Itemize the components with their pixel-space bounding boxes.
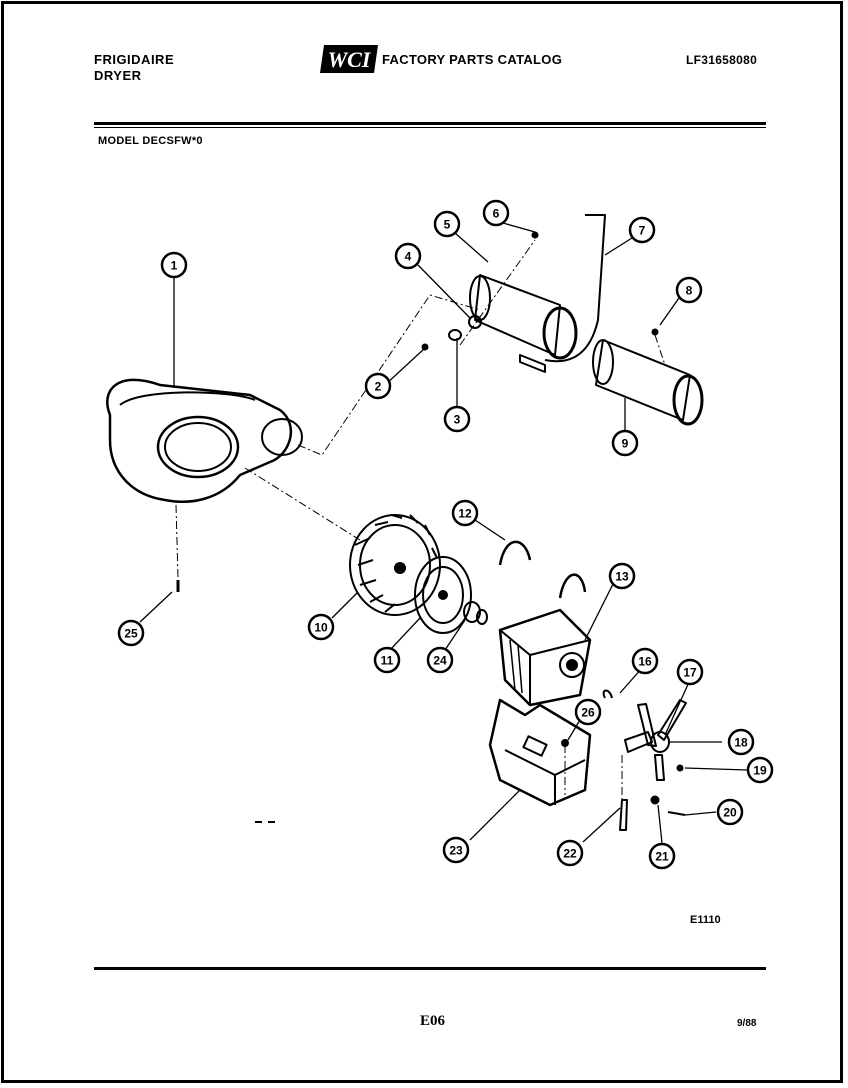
catalog-title: FACTORY PARTS CATALOG — [382, 52, 563, 67]
callout-2: 2 — [364, 372, 392, 400]
footer-rule — [94, 967, 766, 970]
svg-text:4: 4 — [405, 250, 412, 264]
callout-24: 24 — [426, 646, 454, 674]
callout-7: 7 — [628, 216, 656, 244]
svg-text:23: 23 — [449, 844, 463, 858]
print-date: 9/88 — [737, 1018, 757, 1029]
svg-text:11: 11 — [381, 654, 394, 668]
callout-bubbles: 1 2 3 4 5 6 7 8 9 10 11 12 13 16 17 18 1… — [117, 199, 774, 870]
callout-5: 5 — [433, 210, 461, 238]
svg-text:6: 6 — [493, 207, 500, 221]
svg-text:21: 21 — [655, 850, 669, 864]
motor — [498, 608, 592, 707]
callout-6: 6 — [482, 199, 510, 227]
svg-text:18: 18 — [734, 736, 748, 750]
callout-18: 18 — [727, 728, 755, 756]
header-rule — [94, 122, 766, 125]
svg-text:26: 26 — [581, 706, 595, 720]
svg-text:20: 20 — [723, 806, 737, 820]
callout-26: 26 — [574, 698, 602, 726]
header-rule-thin — [94, 127, 766, 128]
callout-20: 20 — [716, 798, 744, 826]
page-number: E06 — [420, 1013, 446, 1029]
duct-5 — [469, 274, 578, 360]
callout-3: 3 — [443, 405, 471, 433]
callout-19: 19 — [746, 756, 774, 784]
callout-16: 16 — [631, 647, 659, 675]
callout-12: 12 — [451, 499, 479, 527]
duct-9 — [592, 339, 704, 426]
document-number: LF31658080 — [686, 53, 758, 67]
wci-logo: WCI — [320, 45, 378, 73]
svg-text:22: 22 — [563, 847, 577, 861]
callout-21: 21 — [648, 842, 676, 870]
svg-text:12: 12 — [458, 507, 472, 521]
callout-9: 9 — [611, 429, 639, 457]
callout-11: 11 — [373, 646, 401, 674]
svg-text:19: 19 — [753, 764, 767, 778]
svg-text:7: 7 — [639, 224, 646, 238]
figure-code: E1110 — [690, 914, 721, 926]
callout-22: 22 — [556, 839, 584, 867]
callout-25: 25 — [117, 619, 145, 647]
svg-text:24: 24 — [433, 654, 447, 668]
svg-text:5: 5 — [444, 218, 451, 232]
blower-housing — [106, 378, 303, 503]
svg-text:8: 8 — [686, 284, 693, 298]
callout-13: 13 — [608, 562, 636, 590]
brand-name: FRIGIDAIRE — [94, 52, 175, 67]
callout-10: 10 — [307, 613, 335, 641]
svg-text:2: 2 — [375, 380, 382, 394]
blower-wheel — [349, 514, 441, 616]
duct-bracket — [544, 214, 606, 363]
motor-mount — [488, 698, 592, 807]
callout-8: 8 — [675, 276, 703, 304]
svg-text:10: 10 — [314, 621, 328, 635]
product-type: DRYER — [94, 68, 142, 83]
svg-text:13: 13 — [615, 570, 629, 584]
model-label: MODEL DECSFW*0 — [98, 135, 203, 147]
svg-text:25: 25 — [124, 627, 138, 641]
svg-text:1: 1 — [171, 259, 178, 273]
logo-text: WCI — [328, 47, 372, 72]
svg-text:17: 17 — [683, 666, 697, 680]
callout-17: 17 — [676, 658, 704, 686]
callout-23: 23 — [442, 836, 470, 864]
callout-1: 1 — [160, 251, 188, 279]
brand-block: FRIGIDAIRE DRYER — [94, 52, 174, 84]
svg-text:3: 3 — [454, 413, 461, 427]
svg-text:9: 9 — [622, 437, 629, 451]
svg-text:16: 16 — [638, 655, 652, 669]
callout-4: 4 — [394, 242, 422, 270]
